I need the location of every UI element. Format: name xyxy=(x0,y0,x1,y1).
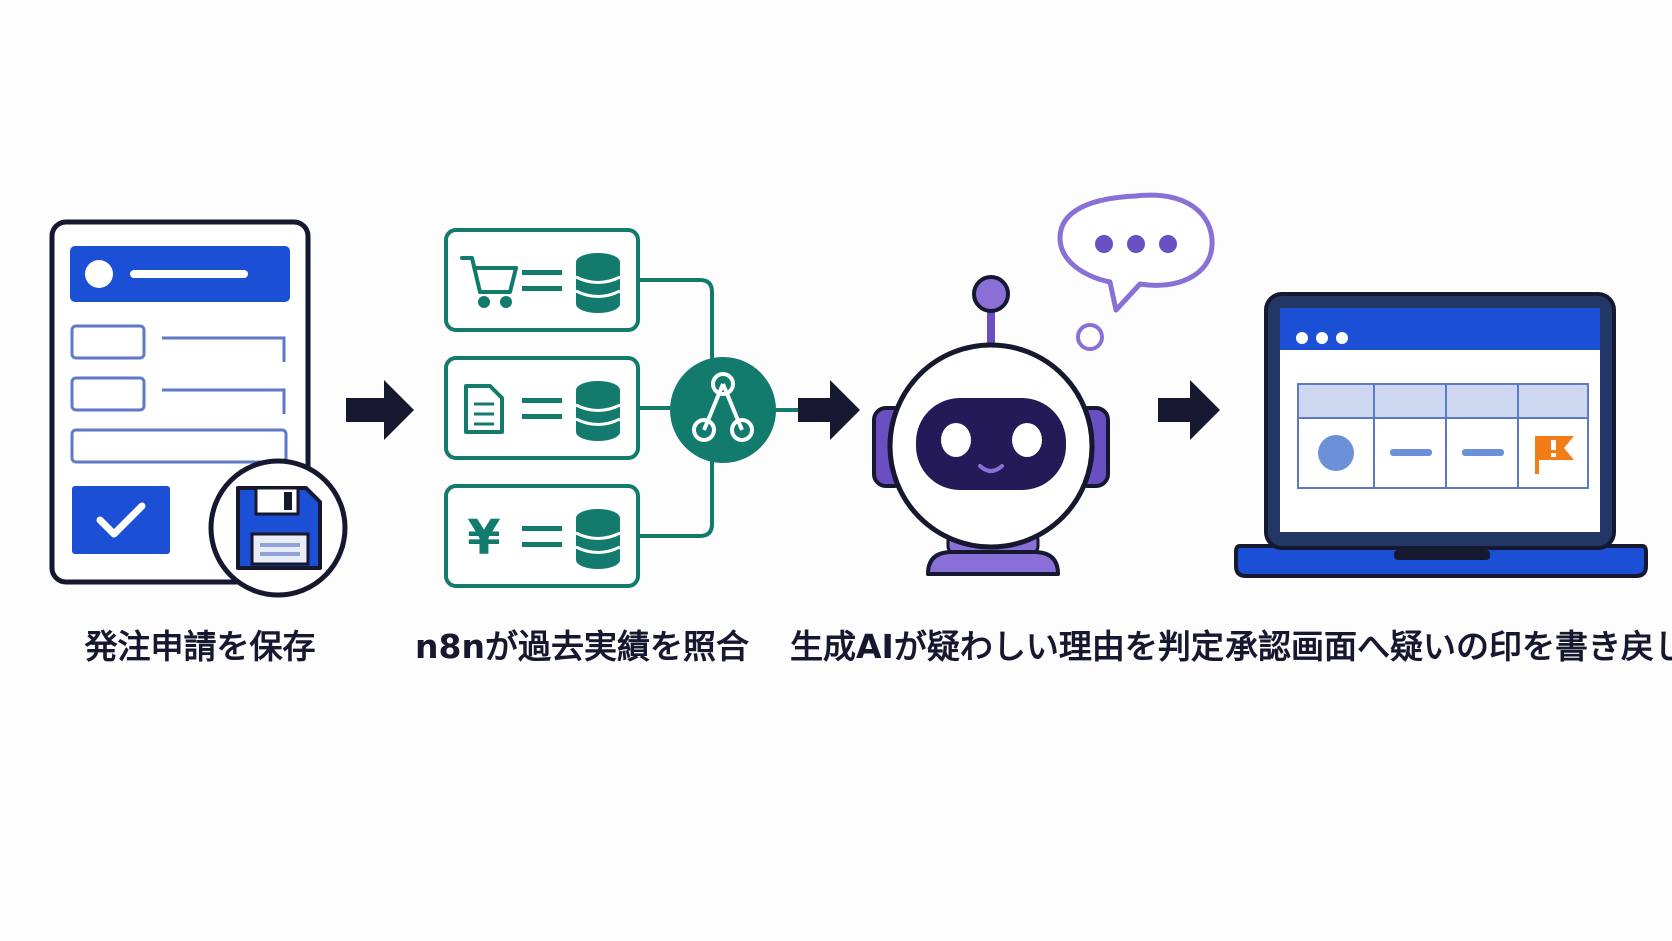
form-field-3 xyxy=(70,428,288,464)
database-matching-icon: ¥ xyxy=(444,228,800,588)
match-row-yen: ¥ xyxy=(444,484,640,588)
cart-icon xyxy=(460,256,518,308)
result-table xyxy=(1297,383,1589,489)
equals-icon xyxy=(522,398,562,419)
arrow-right-icon xyxy=(346,380,414,440)
arrow-right-icon xyxy=(1158,380,1220,440)
database-icon xyxy=(575,509,621,569)
floppy-disk-icon xyxy=(208,458,348,598)
match-row-document xyxy=(444,356,640,460)
step-3-label: 生成AIが疑わしい理由を判定 xyxy=(790,627,1224,666)
arrow-right-icon xyxy=(798,380,860,440)
laptop-table-icon xyxy=(1234,292,1648,578)
form-field-2 xyxy=(70,376,286,414)
equals-icon xyxy=(522,526,562,547)
form-field-1 xyxy=(70,324,286,362)
document-icon xyxy=(464,384,504,434)
form-with-save-icon xyxy=(49,219,348,598)
step-2-label: n8nが過去実績を照合 xyxy=(415,627,749,666)
yen-icon: ¥ xyxy=(467,510,500,566)
robot-icon xyxy=(872,192,1215,576)
database-icon xyxy=(575,253,621,313)
match-row-cart xyxy=(444,228,640,332)
equals-icon xyxy=(522,270,562,291)
warning-flag-icon xyxy=(1535,436,1574,474)
database-icon xyxy=(575,381,621,441)
check-icon xyxy=(72,486,170,554)
n8n-hub-icon xyxy=(670,357,776,463)
step-1-label: 発注申請を保存 xyxy=(84,627,316,666)
step-4-label: 承認画面へ疑いの印を書き戻し xyxy=(1225,627,1672,666)
speech-bubble-icon xyxy=(1057,192,1215,351)
